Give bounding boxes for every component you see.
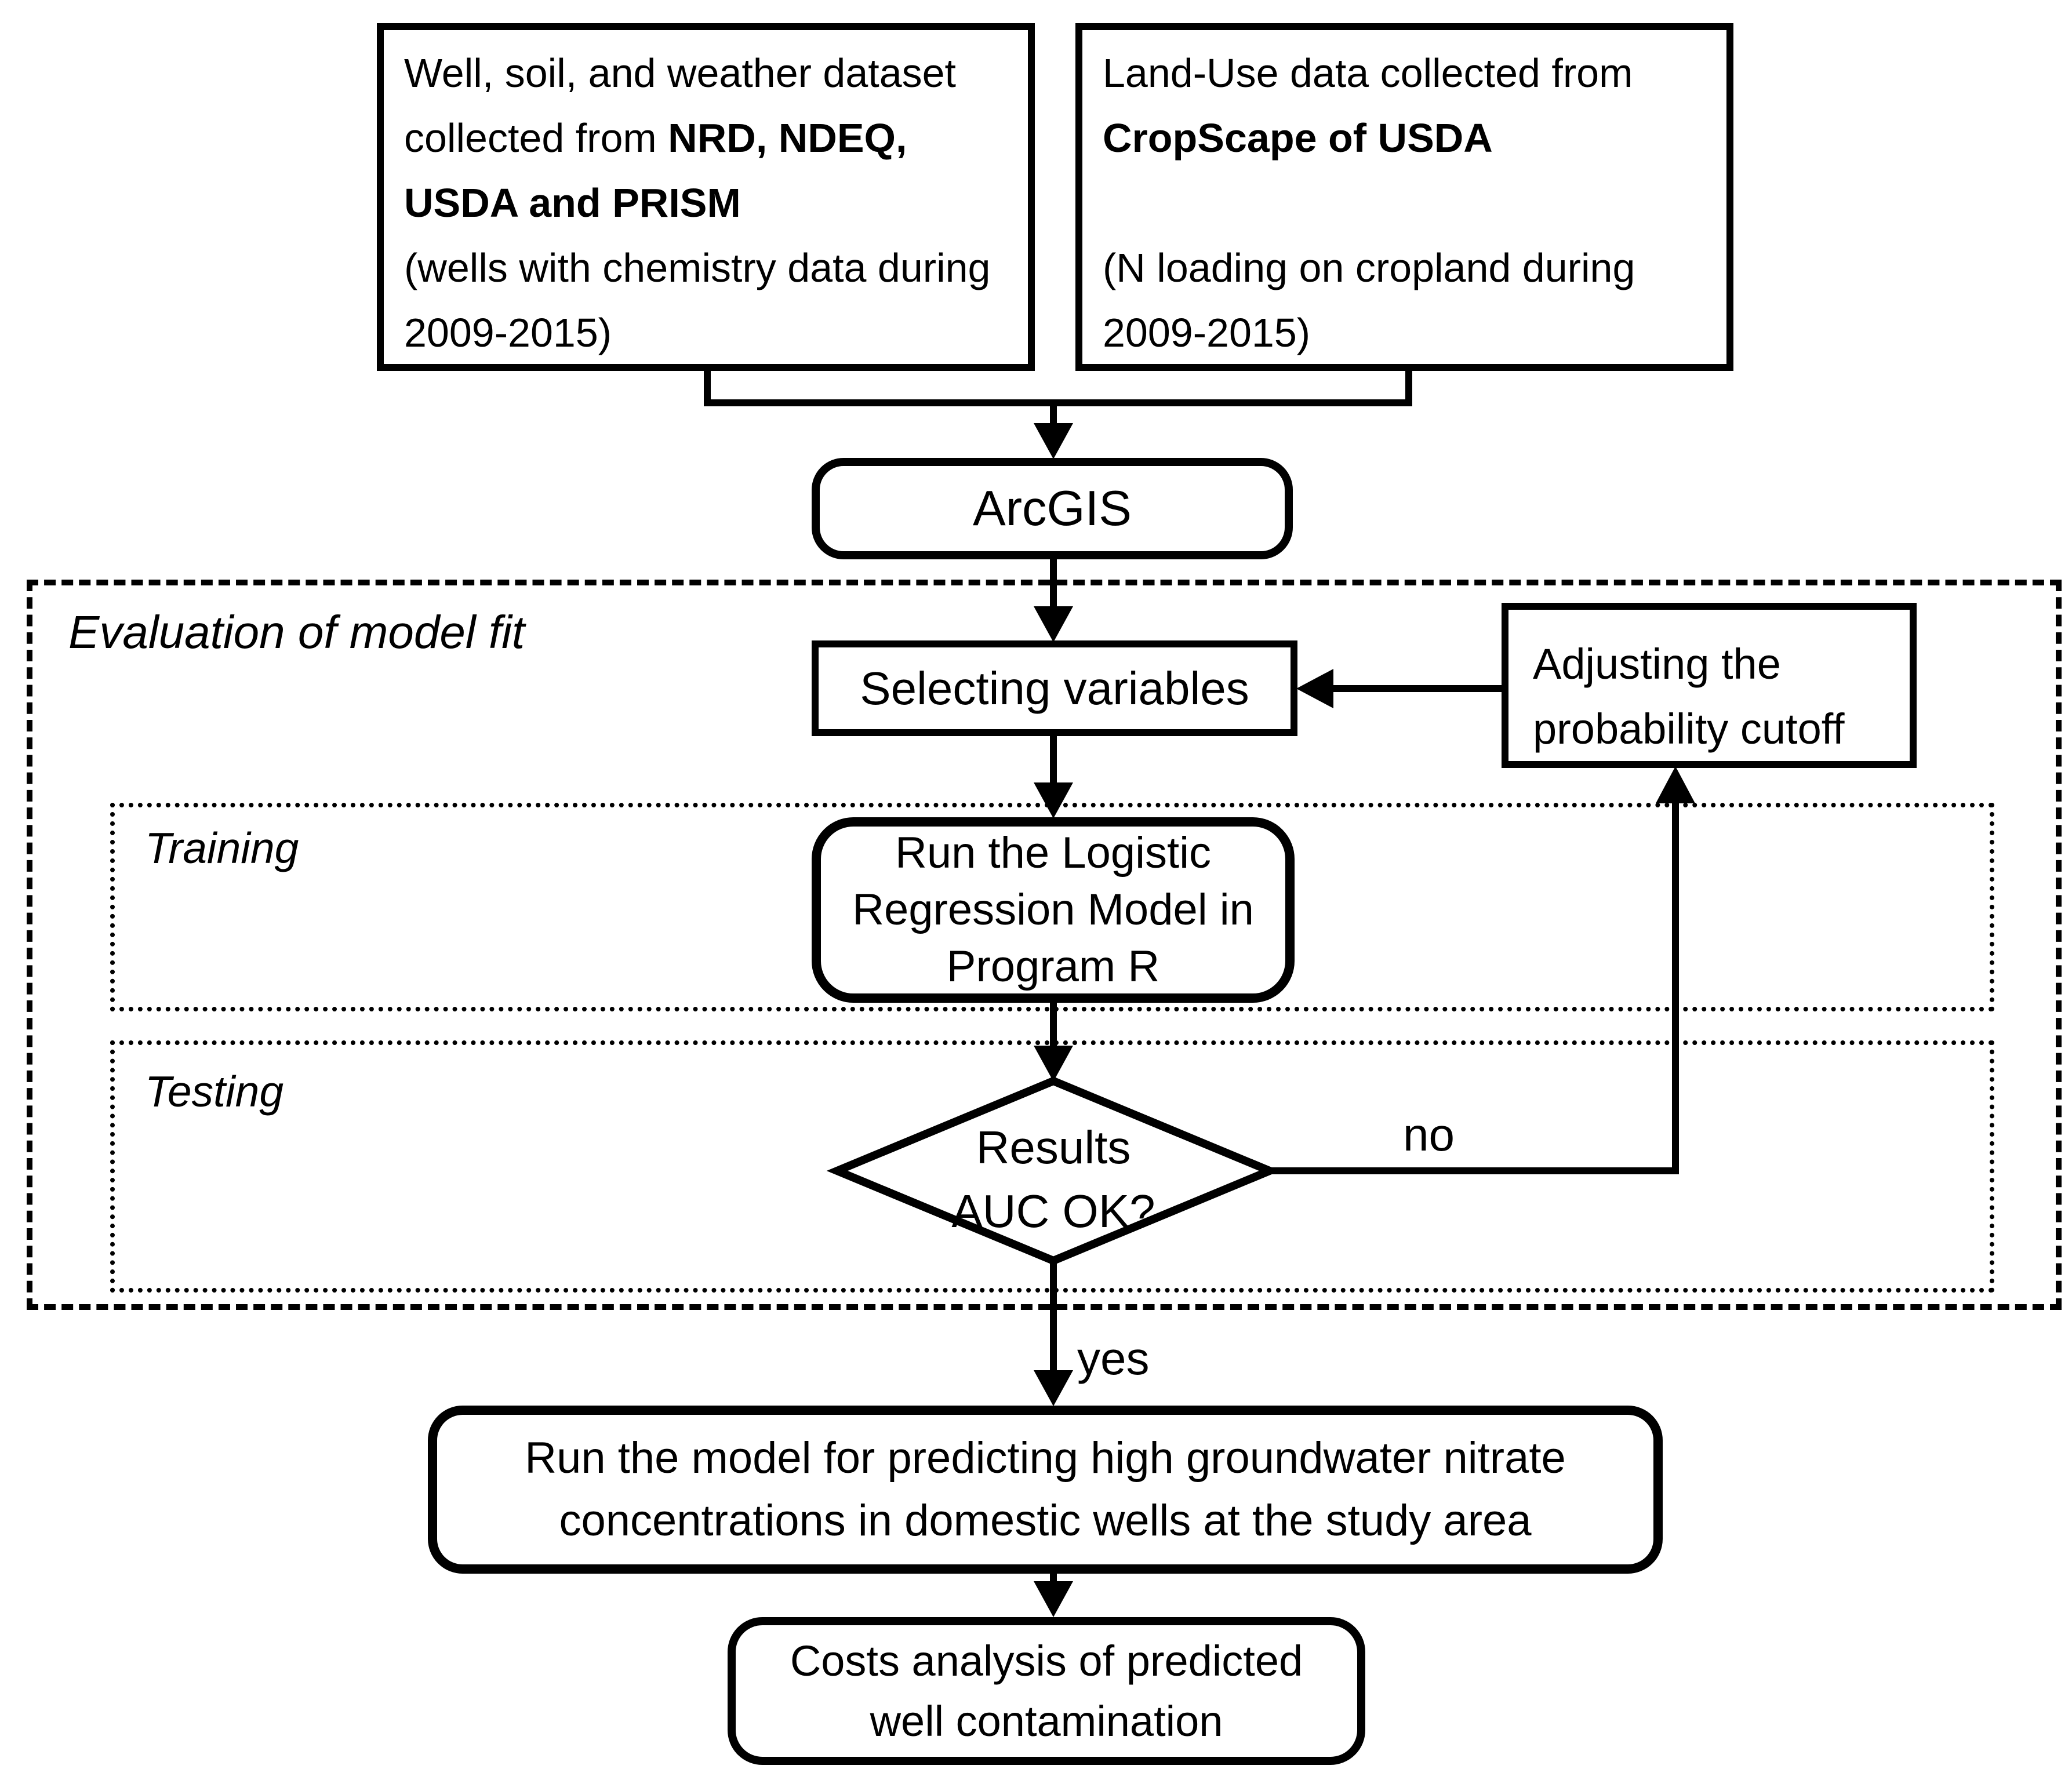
arrowhead-cutoff-into-selecting bbox=[1296, 669, 1333, 708]
label-evaluation-of-model-fit: Evaluation of model fit bbox=[68, 606, 525, 658]
arrowhead-into-arcgis bbox=[1034, 423, 1073, 459]
arrowhead-no-into-adjusting bbox=[1656, 766, 1695, 803]
arrowhead-into-run bbox=[1034, 782, 1073, 818]
arrow-decision-no-to-adjusting bbox=[1266, 802, 1679, 1174]
label-training: Training bbox=[145, 824, 299, 872]
landuse-note: (N loading on cropland during 2009-2015) bbox=[1103, 245, 1635, 355]
arrowhead-into-costs bbox=[1034, 1581, 1073, 1617]
node-selecting-variables: Selecting variables bbox=[812, 640, 1297, 736]
arrow-merge-to-arcgis bbox=[704, 367, 1412, 427]
label-testing: Testing bbox=[145, 1067, 284, 1116]
edge-label-no: no bbox=[1403, 1109, 1455, 1160]
arrowhead-into-selecting bbox=[1034, 606, 1073, 642]
decision-diamond-shape bbox=[826, 1076, 1281, 1265]
well-dataset-text: Well, soil, and weather dataset collecte… bbox=[404, 50, 957, 225]
node-run-logistic-regression: Run the Logistic Regression Model in Pro… bbox=[812, 817, 1295, 1003]
node-landuse-data: Land-Use data collected from CropScape o… bbox=[1075, 23, 1733, 371]
arrowhead-yes-into-prediction bbox=[1034, 1370, 1073, 1406]
edge-label-yes: yes bbox=[1077, 1333, 1150, 1384]
node-arcgis: ArcGIS bbox=[812, 458, 1293, 559]
node-well-dataset: Well, soil, and weather dataset collecte… bbox=[377, 23, 1035, 371]
well-dataset-note: (wells with chemistry data during 2009-2… bbox=[404, 245, 991, 355]
node-adjusting-cutoff: Adjusting the probability cutoff bbox=[1502, 603, 1917, 768]
landuse-text: Land-Use data collected from CropScape o… bbox=[1103, 50, 1633, 161]
decision-results-auc: Results AUC OK? bbox=[951, 1122, 1155, 1237]
node-costs-analysis: Costs analysis of predicted well contami… bbox=[728, 1617, 1365, 1765]
arrowhead-into-decision bbox=[1034, 1046, 1073, 1082]
region-evaluation-of-model-fit bbox=[27, 580, 2062, 1310]
node-run-prediction-model: Run the model for predicting high ground… bbox=[428, 1406, 1663, 1574]
